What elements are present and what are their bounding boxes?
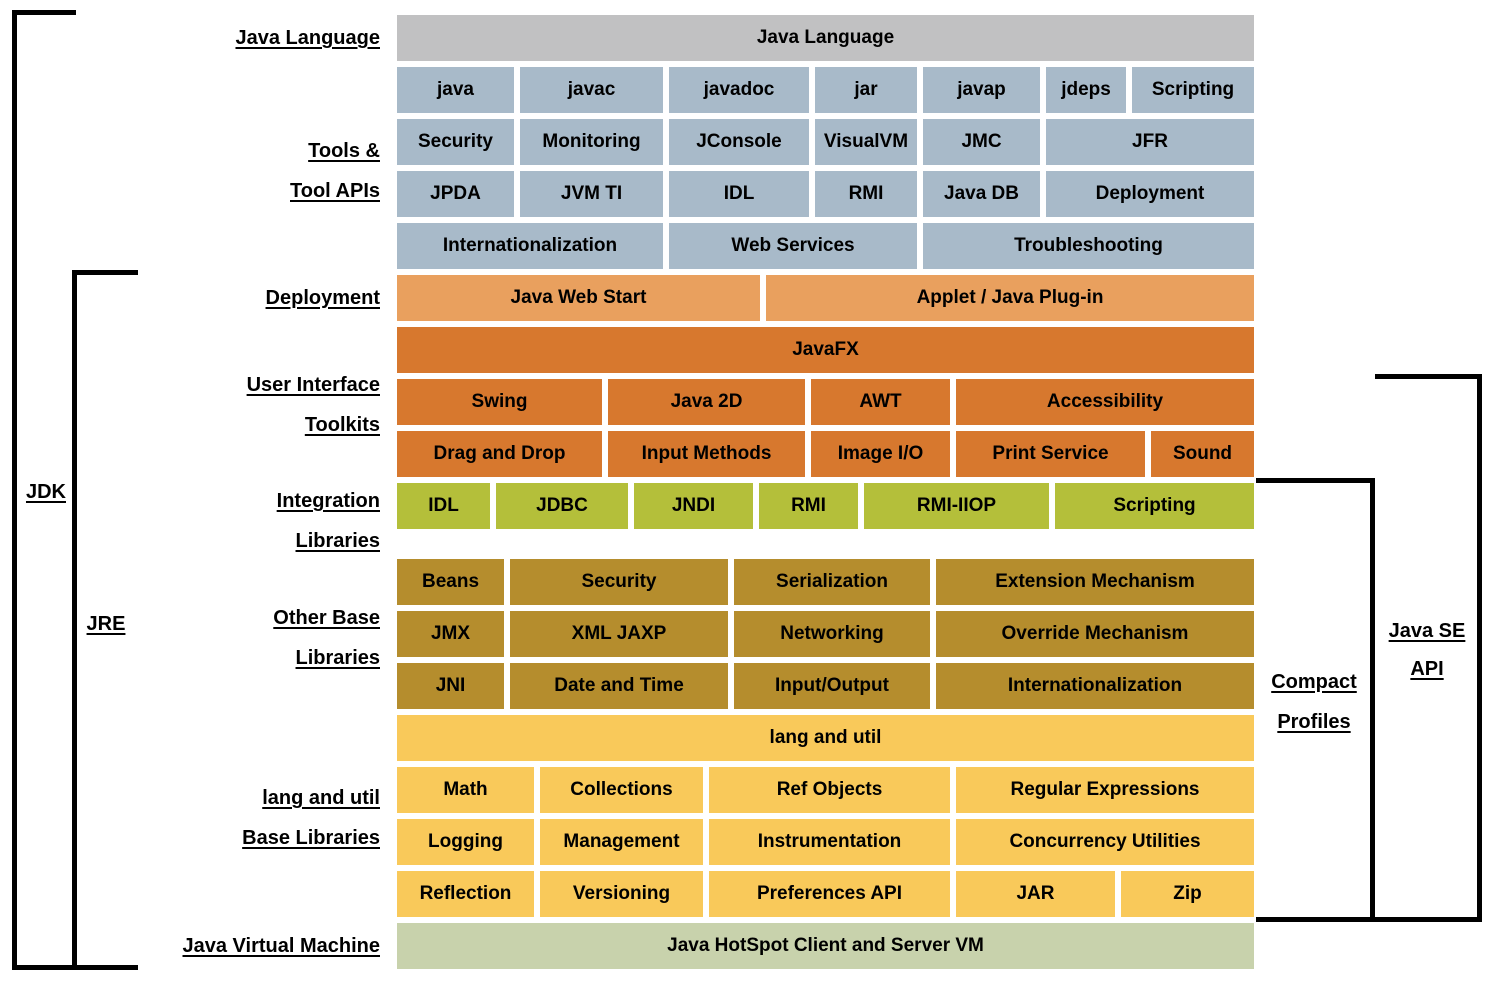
label-other-base-libraries: Other Base Libraries xyxy=(273,607,380,669)
block-scripting: Scripting xyxy=(1055,483,1254,529)
block-jdbc: JDBC xyxy=(496,483,628,529)
block-swing: Swing xyxy=(397,379,602,425)
block-scripting: Scripting xyxy=(1132,67,1254,113)
block-troubleshooting: Troubleshooting xyxy=(923,223,1254,269)
compact-top-arm xyxy=(1256,478,1375,483)
block-beans: Beans xyxy=(397,559,504,605)
block-java-language: Java Language xyxy=(397,15,1254,61)
label-java-language: Java Language xyxy=(235,27,380,49)
label-java-virtual-machine: Java Virtual Machine xyxy=(182,935,381,957)
block-java-hotspot-client-and-server-vm: Java HotSpot Client and Server VM xyxy=(397,923,1254,969)
label-deployment: Deployment xyxy=(265,287,380,309)
block-monitoring: Monitoring xyxy=(520,119,663,165)
block-idl: IDL xyxy=(397,483,490,529)
block-concurrency-utilities: Concurrency Utilities xyxy=(956,819,1254,865)
jre-vertical xyxy=(72,270,77,970)
block-sound: Sound xyxy=(1151,431,1254,477)
java-se-bottom-arm xyxy=(1375,917,1482,922)
block-java: java xyxy=(397,67,514,113)
label-jdk: JDK xyxy=(25,481,66,503)
block-math: Math xyxy=(397,767,534,813)
block-idl: IDL xyxy=(669,171,809,217)
block-jvm-ti: JVM TI xyxy=(520,171,663,217)
block-zip: Zip xyxy=(1121,871,1254,917)
block-reflection: Reflection xyxy=(397,871,534,917)
block-versioning: Versioning xyxy=(540,871,703,917)
block-input-output: Input/Output xyxy=(734,663,930,709)
jre-top-arm xyxy=(72,270,138,275)
jdk-top-arm xyxy=(12,10,76,15)
block-serialization: Serialization xyxy=(734,559,930,605)
block-input-methods: Input Methods xyxy=(608,431,805,477)
jdk-vertical xyxy=(12,10,17,970)
block-jfr: JFR xyxy=(1046,119,1254,165)
block-jpda: JPDA xyxy=(397,171,514,217)
java-se-top-arm xyxy=(1375,374,1482,379)
block-xml-jaxp: XML JAXP xyxy=(510,611,728,657)
block-visualvm: VisualVM xyxy=(815,119,917,165)
block-internationalization: Internationalization xyxy=(397,223,663,269)
block-internationalization: Internationalization xyxy=(936,663,1254,709)
block-rmi: RMI xyxy=(759,483,858,529)
block-image-i-o: Image I/O xyxy=(811,431,950,477)
block-jmx: JMX xyxy=(397,611,504,657)
block-jdeps: jdeps xyxy=(1046,67,1126,113)
block-collections: Collections xyxy=(540,767,703,813)
block-javafx: JavaFX xyxy=(397,327,1254,373)
block-security: Security xyxy=(510,559,728,605)
block-date-and-time: Date and Time xyxy=(510,663,728,709)
block-drag-and-drop: Drag and Drop xyxy=(397,431,602,477)
block-rmi: RMI xyxy=(815,171,917,217)
label-integration-libraries: Integration Libraries xyxy=(276,490,380,552)
block-extension-mechanism: Extension Mechanism xyxy=(936,559,1254,605)
block-logging: Logging xyxy=(397,819,534,865)
label-jre: JRE xyxy=(86,613,126,635)
block-instrumentation: Instrumentation xyxy=(709,819,950,865)
label-user-interface-toolkits: User Interface Toolkits xyxy=(246,374,380,436)
block-regular-expressions: Regular Expressions xyxy=(956,767,1254,813)
block-jndi: JNDI xyxy=(634,483,753,529)
compact-bottom-arm xyxy=(1256,917,1375,922)
block-web-services: Web Services xyxy=(669,223,917,269)
block-javadoc: javadoc xyxy=(669,67,809,113)
block-deployment: Deployment xyxy=(1046,171,1254,217)
block-preferences-api: Preferences API xyxy=(709,871,950,917)
label-compact-profiles: Compact Profiles xyxy=(1271,671,1357,733)
block-jni: JNI xyxy=(397,663,504,709)
block-print-service: Print Service xyxy=(956,431,1145,477)
label-java-se-api: Java SE API xyxy=(1388,620,1466,680)
block-networking: Networking xyxy=(734,611,930,657)
block-javac: javac xyxy=(520,67,663,113)
block-ref-objects: Ref Objects xyxy=(709,767,950,813)
block-awt: AWT xyxy=(811,379,950,425)
block-java-web-start: Java Web Start xyxy=(397,275,760,321)
label-tools-and-tool-apis: Tools & Tool APIs xyxy=(290,140,380,202)
compact-vertical xyxy=(1370,478,1375,922)
block-security: Security xyxy=(397,119,514,165)
block-jar: jar xyxy=(815,67,917,113)
block-management: Management xyxy=(540,819,703,865)
label-lang-and-util-base-libraries: lang and util Base Libraries xyxy=(242,787,380,849)
block-override-mechanism: Override Mechanism xyxy=(936,611,1254,657)
block-jar: JAR xyxy=(956,871,1115,917)
block-jconsole: JConsole xyxy=(669,119,809,165)
block-applet-java-plug-in: Applet / Java Plug-in xyxy=(766,275,1254,321)
block-accessibility: Accessibility xyxy=(956,379,1254,425)
block-javap: javap xyxy=(923,67,1040,113)
java-se-vertical xyxy=(1477,374,1482,922)
block-java-db: Java DB xyxy=(923,171,1040,217)
block-java-2d: Java 2D xyxy=(608,379,805,425)
block-jmc: JMC xyxy=(923,119,1040,165)
block-rmi-iiop: RMI-IIOP xyxy=(864,483,1049,529)
block-lang-and-util: lang and util xyxy=(397,715,1254,761)
